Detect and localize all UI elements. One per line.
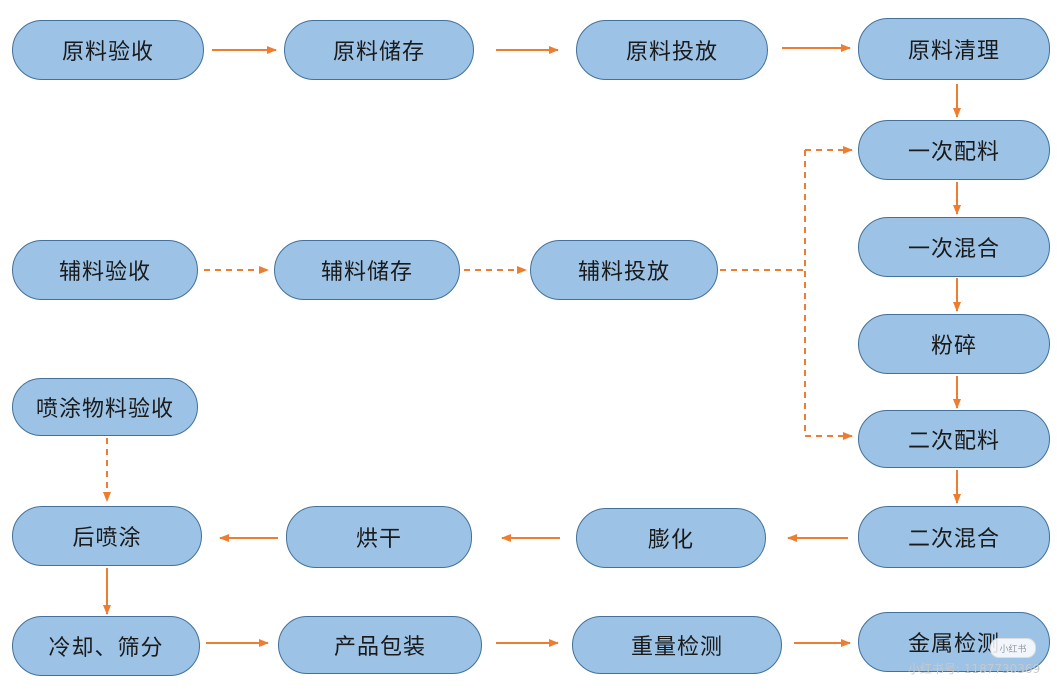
node-spray-material-receiving: 喷涂物料验收 <box>12 378 198 436</box>
node-raw-cleaning: 原料清理 <box>858 18 1050 80</box>
node-aux-receiving: 辅料验收 <box>12 240 198 300</box>
watermark-badge: 小红书 <box>990 638 1036 658</box>
node-aux-storage: 辅料储存 <box>274 240 460 300</box>
node-packaging: 产品包装 <box>278 616 482 674</box>
node-weight-check: 重量检测 <box>572 616 782 674</box>
node-cooling-sieving: 冷却、筛分 <box>12 616 200 676</box>
node-raw-feeding: 原料投放 <box>576 20 768 80</box>
node-aux-feeding: 辅料投放 <box>530 240 718 300</box>
node-second-batching: 二次配料 <box>858 410 1050 468</box>
node-raw-storage: 原料储存 <box>284 20 474 80</box>
node-drying: 烘干 <box>286 506 472 568</box>
node-first-mixing: 一次混合 <box>858 217 1050 277</box>
watermark-text: 小红书号: 1187730369 <box>908 662 1041 676</box>
watermark: 小红书 小红书号: 1187730369 <box>908 638 1058 676</box>
node-crushing: 粉碎 <box>858 314 1050 374</box>
node-raw-receiving: 原料验收 <box>12 20 204 80</box>
node-second-mixing: 二次混合 <box>858 506 1050 568</box>
node-post-spraying: 后喷涂 <box>12 506 202 566</box>
node-first-batching: 一次配料 <box>858 120 1050 180</box>
node-extrusion: 膨化 <box>576 508 766 568</box>
